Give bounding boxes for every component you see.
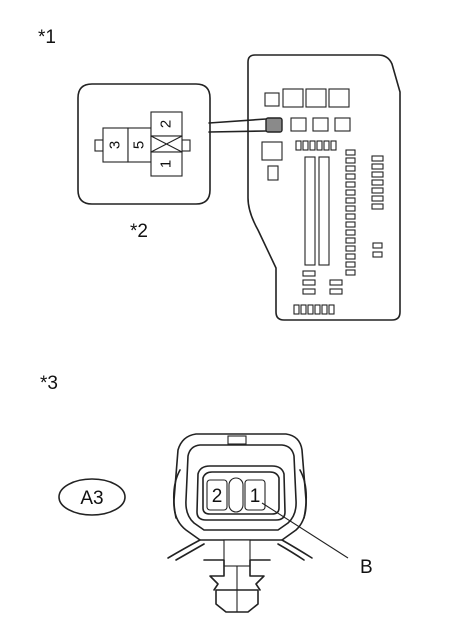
ref-label-1: *1: [38, 27, 56, 48]
fuse-block: [334, 117, 351, 132]
ref-label-2: *2: [130, 221, 148, 242]
fuse-column: [371, 155, 384, 258]
ref-label-3: *3: [40, 373, 58, 394]
pin-number: 3: [106, 141, 123, 149]
pin-cell-3: [102, 127, 129, 163]
pin-number: 1: [250, 486, 261, 507]
fuse-row: [293, 304, 335, 315]
fuse-block: [290, 117, 307, 132]
center-rib: [228, 477, 244, 513]
zoom-line: [208, 118, 267, 124]
connector-code: A3: [80, 488, 103, 509]
connector-code-oval: [58, 478, 126, 516]
pin-number: 2: [212, 486, 223, 507]
pin-number: 1: [157, 160, 174, 168]
callout-leader: [261, 502, 349, 559]
zoom-line: [208, 130, 267, 133]
pin-number: 2: [157, 120, 174, 128]
highlighted-connector-a3: [265, 117, 283, 133]
pin-cell-2: [150, 111, 183, 137]
pin-number: 5: [130, 141, 147, 149]
connector-strip: [304, 156, 316, 266]
fuse-block: [267, 165, 279, 181]
relay-block: [261, 141, 283, 161]
fuse-row: [295, 140, 337, 151]
fuse-column: [345, 149, 356, 276]
connector-strip: [318, 156, 330, 266]
callout-label-b: B: [360, 557, 373, 578]
relay-block: [305, 88, 327, 108]
connector-detail: 3 5 2 1: [77, 83, 211, 205]
connector-front-view: 2 1: [167, 433, 313, 613]
fuse-block: [264, 92, 280, 107]
junction-block: [247, 54, 401, 321]
pin-cell-1: [150, 151, 183, 177]
fuse-block: [312, 117, 329, 132]
relay-block: [282, 88, 304, 108]
fuse-column: [302, 270, 343, 295]
relay-block: [328, 88, 350, 108]
